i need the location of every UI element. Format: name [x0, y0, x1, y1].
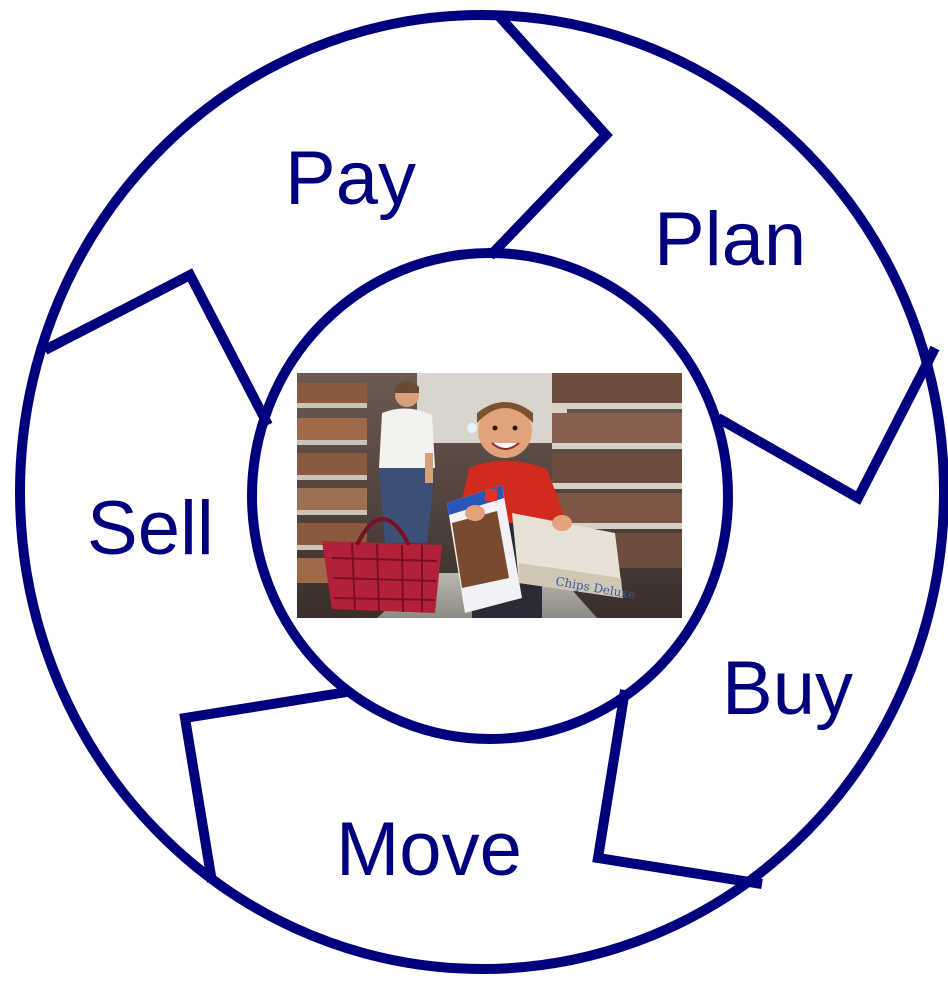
stage-label-move: Move: [336, 807, 522, 892]
shopping-photo: Chips Deluxe: [297, 373, 682, 618]
divider-sell-pay: [42, 268, 273, 428]
stage-label-plan: Plan: [654, 197, 807, 282]
stage-label-sell: Sell: [87, 486, 214, 571]
stage-label-pay: Pay: [285, 136, 416, 221]
divider-plan-buy: [715, 345, 940, 505]
stage-label-buy: Buy: [722, 646, 853, 731]
divider-pay-plan: [486, 11, 613, 260]
outer-ring: [15, 10, 948, 974]
divider-buy-move: [592, 689, 763, 889]
divider-move-sell: [179, 687, 348, 883]
